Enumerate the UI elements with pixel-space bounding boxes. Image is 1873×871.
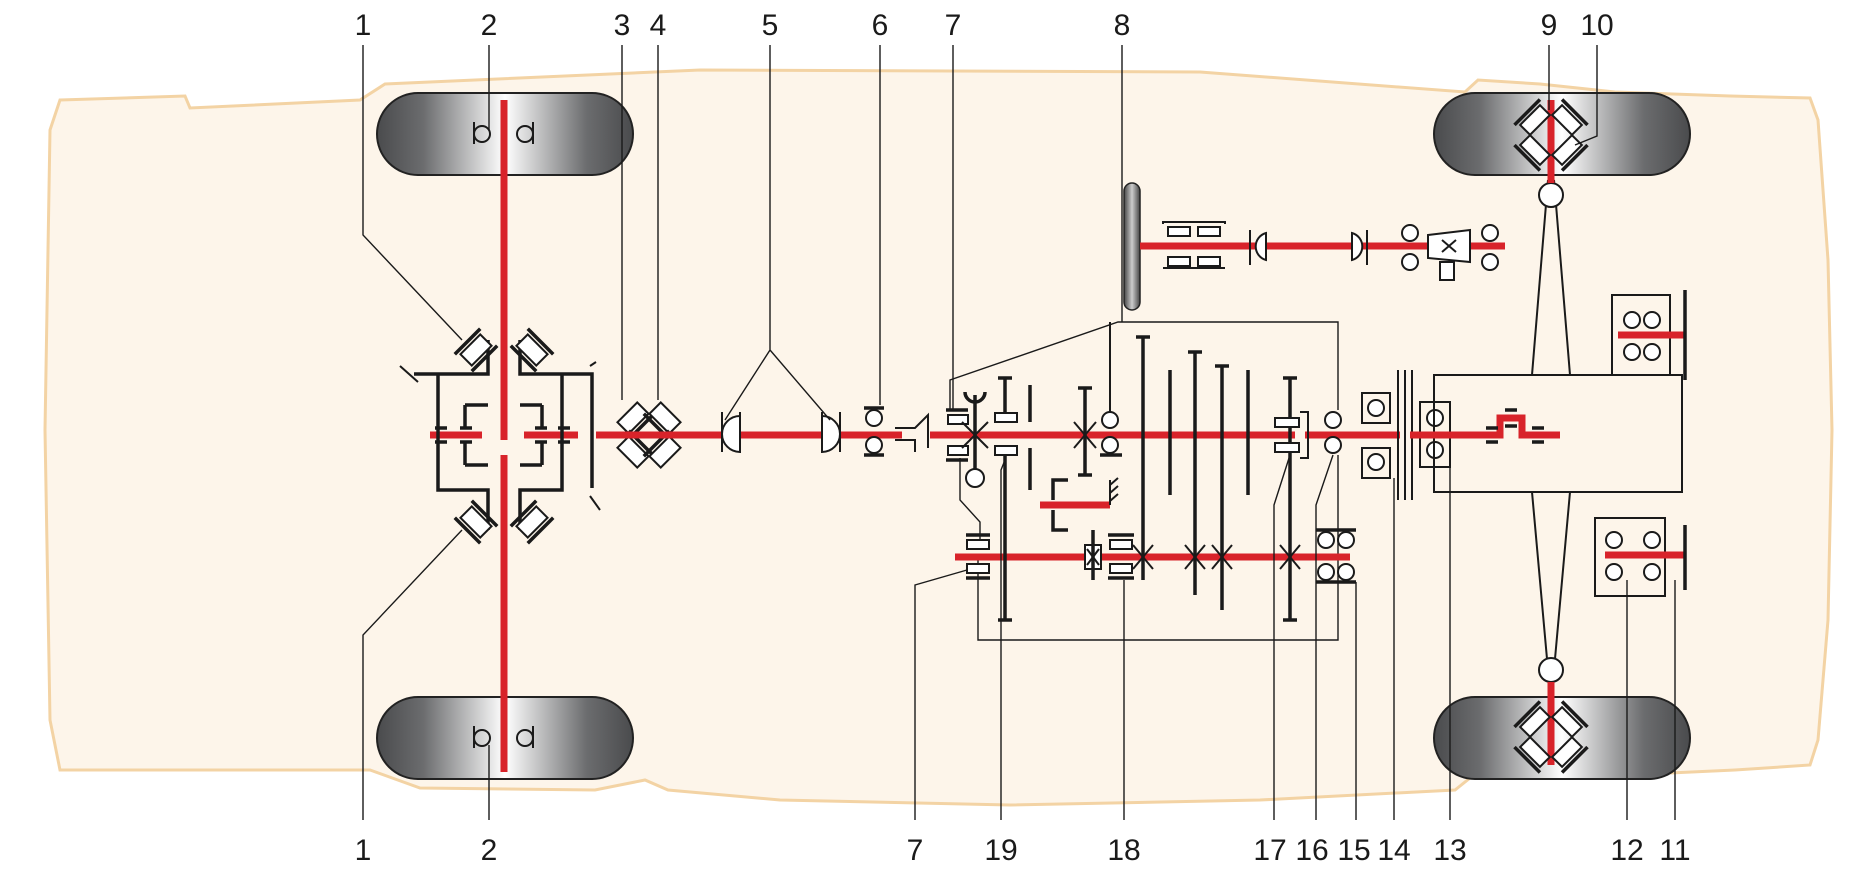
- gearbox-housing: [949, 321, 1339, 641]
- leader-lines: [362, 45, 1676, 820]
- front-differential: [399, 327, 601, 545]
- pto-assembly: [1123, 182, 1505, 311]
- support-bearing: [864, 406, 884, 457]
- label-bottom-19: 19: [984, 834, 1017, 867]
- tire-rear-left: [1433, 92, 1691, 176]
- rear-wheel-bearing-bottom: [1513, 700, 1589, 774]
- rear-wheel-bearing-top: [1513, 98, 1589, 172]
- gearbox-bearing-8: [1100, 322, 1122, 457]
- label-top-1: 1: [355, 9, 372, 42]
- label-top-2: 2: [481, 9, 498, 42]
- front-wheel-hub-top: [473, 122, 534, 144]
- label-bottom-12: 12: [1610, 834, 1643, 867]
- countershaft-bearings: [966, 530, 1301, 580]
- gearbox-bearing-16: [1324, 411, 1342, 454]
- label-top-4: 4: [650, 9, 667, 42]
- brake-disc: [1123, 182, 1141, 311]
- bearing-box-upper: [1611, 290, 1687, 380]
- label-top-10: 10: [1580, 9, 1613, 42]
- rear-axle-lower: [1531, 491, 1571, 671]
- label-top-5: 5: [762, 9, 779, 42]
- label-bottom-13: 13: [1433, 834, 1466, 867]
- label-bottom-11: 11: [1659, 834, 1690, 867]
- label-bottom-17: 17: [1253, 834, 1286, 867]
- bearing-14: [1361, 392, 1391, 479]
- label-top-6: 6: [872, 9, 889, 42]
- reverse-idler: [1040, 477, 1119, 532]
- input-shaft-bearing: [946, 408, 969, 462]
- rear-axle-upper: [1531, 179, 1571, 376]
- tire-rear-right: [1433, 696, 1691, 780]
- label-bottom-2: 2: [481, 834, 498, 867]
- gearbox-bearing-15: [1316, 528, 1356, 584]
- rear-cv-joint-top: [1538, 182, 1564, 208]
- label-bottom-14: 14: [1377, 834, 1410, 867]
- label-top-3: 3: [614, 9, 631, 42]
- bearing-box-lower: [1594, 517, 1687, 597]
- pinion-bearings: [616, 401, 682, 469]
- label-bottom-1: 1: [355, 834, 372, 867]
- main-gears: [994, 335, 1309, 622]
- label-bottom-18: 18: [1107, 834, 1140, 867]
- label-bottom-16: 16: [1295, 834, 1328, 867]
- label-bottom-7: 7: [907, 834, 924, 867]
- clutch-symbol: [895, 412, 929, 452]
- front-wheel-hub-bottom: [473, 726, 534, 748]
- label-top-8: 8: [1114, 9, 1131, 42]
- flywheel: [961, 391, 989, 488]
- cv-joints: [721, 412, 841, 454]
- rear-differential-housing: [1397, 370, 1683, 500]
- label-top-9: 9: [1541, 9, 1558, 42]
- label-bottom-15: 15: [1337, 834, 1370, 867]
- rear-cv-joint-bottom: [1538, 657, 1564, 683]
- label-top-7: 7: [945, 9, 962, 42]
